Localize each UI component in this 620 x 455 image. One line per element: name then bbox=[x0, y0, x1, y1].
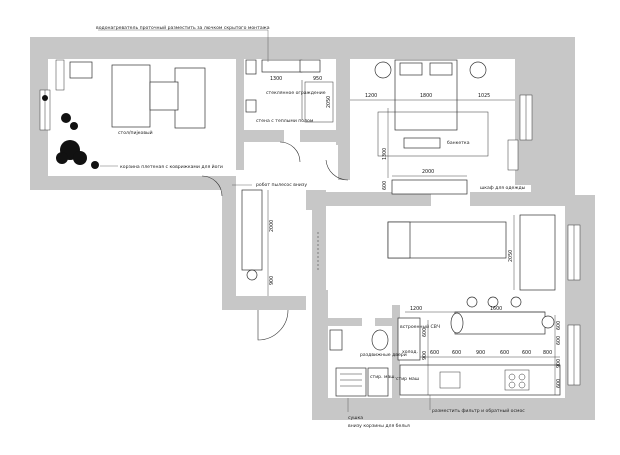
dim-table-a: 1200 bbox=[410, 306, 422, 312]
rug bbox=[377, 111, 489, 157]
dim-side-a: 600 bbox=[556, 321, 562, 330]
dim-kitchen-b: 600 bbox=[452, 350, 461, 356]
built-in-label: встроенный СВЧ bbox=[400, 323, 440, 330]
fridge-label: холод. bbox=[402, 350, 418, 355]
bath-door bbox=[279, 141, 301, 163]
dim-bed-small: 600 bbox=[382, 181, 388, 190]
washer-label: стир. маш. bbox=[370, 375, 396, 380]
kitchen-living: 2050 1200 1600 встроенный СВЧ холод. 600… bbox=[387, 214, 562, 396]
sink bbox=[439, 371, 461, 389]
dryer-cabinet bbox=[335, 367, 367, 397]
entrance-door bbox=[257, 309, 289, 341]
dining-table bbox=[454, 311, 546, 335]
bench bbox=[403, 137, 441, 149]
dim-sofa: 2050 bbox=[508, 250, 514, 262]
dim-k-left-a: 600 bbox=[422, 328, 428, 337]
dim-kitchen-f: 800 bbox=[543, 350, 552, 356]
dim-kitchen-a: 600 bbox=[430, 350, 439, 356]
walls bbox=[30, 37, 595, 420]
living-room: стол/пиjковый корзина плетеная с коврижк… bbox=[42, 59, 223, 170]
armchair bbox=[69, 61, 93, 79]
tall-cabinet bbox=[397, 317, 421, 361]
robot-vacuum bbox=[246, 269, 258, 281]
washer bbox=[367, 367, 389, 397]
bathroom-bottom: стир. маш. стир маш раздвижные двери суш… bbox=[329, 329, 525, 429]
heated-wall-label: стена с теплыми полом bbox=[256, 119, 314, 124]
basket-label: корзина плетеная с коврижками для йоги bbox=[120, 163, 223, 170]
toilet bbox=[329, 329, 343, 351]
bathroom-top: 1300 950 2050 стеклянное ограждение стен… bbox=[96, 24, 334, 124]
washbasin bbox=[371, 329, 389, 351]
dim-bed-width: 1800 bbox=[420, 93, 432, 99]
dim-corridor-b: 900 bbox=[269, 276, 275, 285]
nightstand-left bbox=[374, 61, 392, 79]
dim-wardrobe: 2000 bbox=[422, 169, 434, 175]
dim-bed-right: 1025 bbox=[478, 93, 490, 99]
windows bbox=[39, 89, 581, 386]
kitchen-counter bbox=[399, 364, 561, 396]
water-heater-note: водонагреватель проточный разместить за … bbox=[96, 24, 270, 31]
dryer-label: сушка bbox=[348, 416, 363, 421]
sliding-door-label: раздвижные двери bbox=[360, 353, 407, 358]
dim-bath-top-a: 1300 bbox=[270, 76, 282, 82]
sofa-left bbox=[111, 64, 151, 128]
washer2-label: стир маш bbox=[396, 377, 419, 382]
living-door bbox=[201, 175, 223, 197]
sofa-right bbox=[174, 67, 206, 129]
corridor: 2000 900 робот пылесос внизу bbox=[201, 141, 349, 341]
corridor-wardrobe bbox=[241, 189, 263, 271]
dim-bath-side: 2050 bbox=[326, 96, 332, 108]
dim-bed-vert: 1300 bbox=[382, 148, 388, 160]
nightstand-right bbox=[469, 61, 487, 79]
desk-label: стол/пиjковый bbox=[118, 129, 153, 136]
filter-label: разместить фильтр и обратный осмос bbox=[432, 407, 525, 414]
robot-label: робот пылесос внизу bbox=[256, 182, 307, 188]
cooktop bbox=[504, 369, 530, 391]
dim-table-b: 1600 bbox=[490, 306, 502, 312]
dim-side-d: 600 bbox=[556, 379, 562, 388]
bedroom: банкетка шкаф для одежды 1200 1800 1025 … bbox=[350, 59, 526, 195]
dim-side-b: 600 bbox=[556, 336, 562, 345]
wardrobe bbox=[391, 179, 468, 195]
wardrobe-label: шкаф для одежды bbox=[480, 185, 526, 191]
coffee-table bbox=[149, 81, 179, 111]
sofa-r bbox=[519, 214, 556, 291]
bedroom-door bbox=[325, 159, 349, 181]
dim-kitchen-c: 900 bbox=[476, 350, 485, 356]
bench-label: банкетка bbox=[447, 140, 470, 146]
dim-k-left-b: 900 bbox=[422, 351, 428, 360]
dim-bed-left: 1200 bbox=[365, 93, 377, 99]
dim-corridor-a: 2000 bbox=[269, 220, 275, 232]
dim-bath-top-b: 950 bbox=[313, 76, 322, 82]
dim-kitchen-d: 600 bbox=[500, 350, 509, 356]
glass-label: стеклянное ограждение bbox=[266, 91, 326, 96]
dim-kitchen-e: 600 bbox=[522, 350, 531, 356]
plant-icon bbox=[42, 95, 99, 169]
dim-side-c: 900 bbox=[556, 359, 562, 368]
laundry-label: внизу корзины для белья bbox=[348, 423, 410, 429]
shelf bbox=[55, 59, 65, 91]
